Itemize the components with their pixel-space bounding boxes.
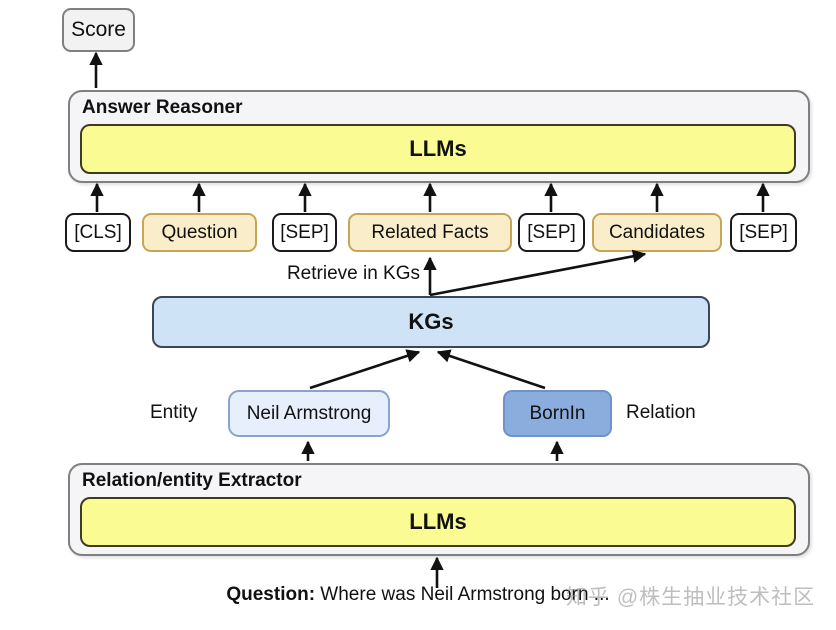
answer-reasoner-panel: Answer Reasoner LLMs <box>68 90 810 183</box>
kgs-label: KGs <box>408 309 454 334</box>
token-sep-3: [SEP] <box>730 213 797 252</box>
watermark: 知乎 @株生抽业技术社区 <box>566 586 816 609</box>
llms-label: LLMs <box>409 509 467 534</box>
score-label: Score <box>71 18 126 41</box>
arrow-relation-to-kgs <box>436 349 546 390</box>
token-question-label: Question <box>161 221 238 243</box>
extractor-panel: Relation/entity Extractor LLMs <box>68 463 810 556</box>
entity-value-box: Neil Armstrong <box>228 390 390 437</box>
token-sep-3-label: [SEP] <box>739 221 788 243</box>
token-sep-1-label: [SEP] <box>280 221 329 243</box>
arrow-entity-to-kgs <box>309 349 421 390</box>
relation-value-label: BornIn <box>529 402 586 424</box>
token-sep-2-label: [SEP] <box>527 221 576 243</box>
token-related-facts: Related Facts <box>348 213 512 252</box>
relation-side-label: Relation <box>626 402 696 423</box>
token-question: Question <box>142 213 257 252</box>
llms-label: LLMs <box>409 136 467 161</box>
token-cls-label: [CLS] <box>74 221 122 243</box>
entity-value-label: Neil Armstrong <box>246 402 372 424</box>
relation-value-box: BornIn <box>503 390 612 437</box>
kgs-box: KGs <box>152 296 710 348</box>
answer-reasoner-title: Answer Reasoner <box>82 97 243 118</box>
answer-reasoner-llms-bar: LLMs <box>80 124 796 174</box>
token-sep-2: [SEP] <box>518 213 585 252</box>
question-line: Question: Where was Neil Armstrong born … <box>0 584 836 606</box>
extractor-title: Relation/entity Extractor <box>82 470 302 491</box>
token-cls: [CLS] <box>65 213 131 252</box>
token-candidates-label: Candidates <box>608 221 706 243</box>
arrow-kgs-to-candidates <box>429 249 647 297</box>
score-box: Score <box>62 8 135 52</box>
question-prefix: Question: <box>226 584 316 605</box>
retrieve-in-kgs-label: Retrieve in KGs <box>286 263 420 284</box>
token-related-facts-label: Related Facts <box>371 221 489 243</box>
token-sep-1: [SEP] <box>272 213 337 252</box>
entity-side-label: Entity <box>150 402 198 423</box>
extractor-llms-bar: LLMs <box>80 497 796 547</box>
question-text: Where was Neil Armstrong born ... <box>315 584 610 605</box>
token-candidates: Candidates <box>592 213 722 252</box>
